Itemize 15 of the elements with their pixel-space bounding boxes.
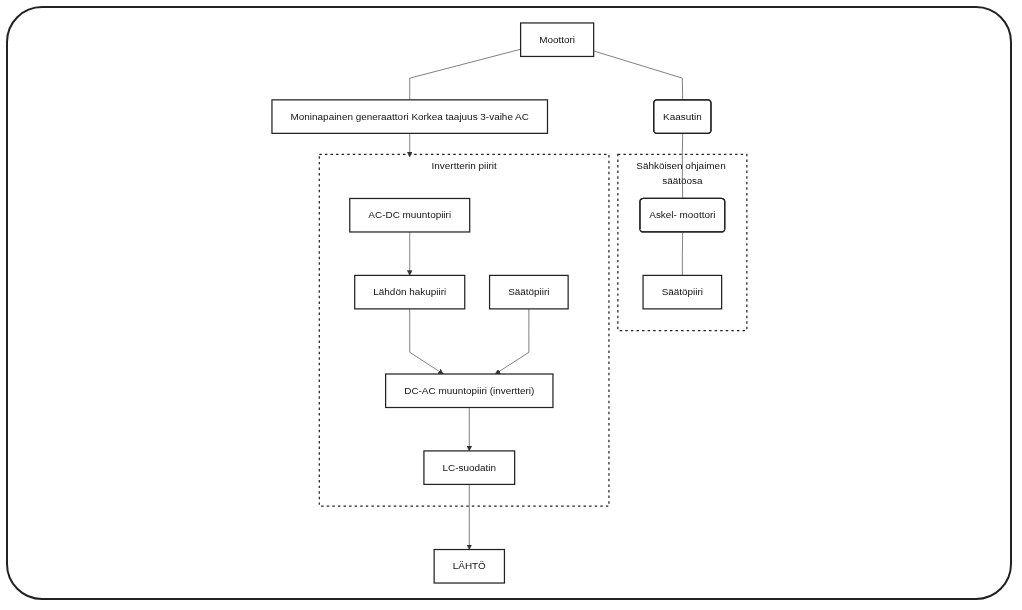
cluster — [616, 153, 748, 332]
node-box — [433, 548, 505, 584]
frame-background: Invertterin piirit Sähköisen ohjaimen säätöosa Moottori Moninapainen generaattori Korkea taajuus 3-vaihe AC Kaasutin Askel- moottori Säätöpiiri AC-DC muuntopiiri Lähdön hakupiiri DC-AC muuntopiiri (invertteri) LC-suodatin Säätöpiiri LÄHTÖ — [6, 6, 1012, 600]
connector — [681, 232, 683, 276]
node-box — [348, 197, 470, 233]
node-box — [384, 373, 554, 409]
node-box — [488, 274, 569, 310]
node-box — [422, 450, 515, 486]
cluster — [318, 153, 610, 507]
node-box — [353, 274, 465, 310]
connector — [681, 133, 683, 200]
node-box — [642, 274, 722, 310]
node-box — [519, 22, 594, 58]
node-box — [270, 99, 548, 134]
connector — [409, 48, 521, 101]
